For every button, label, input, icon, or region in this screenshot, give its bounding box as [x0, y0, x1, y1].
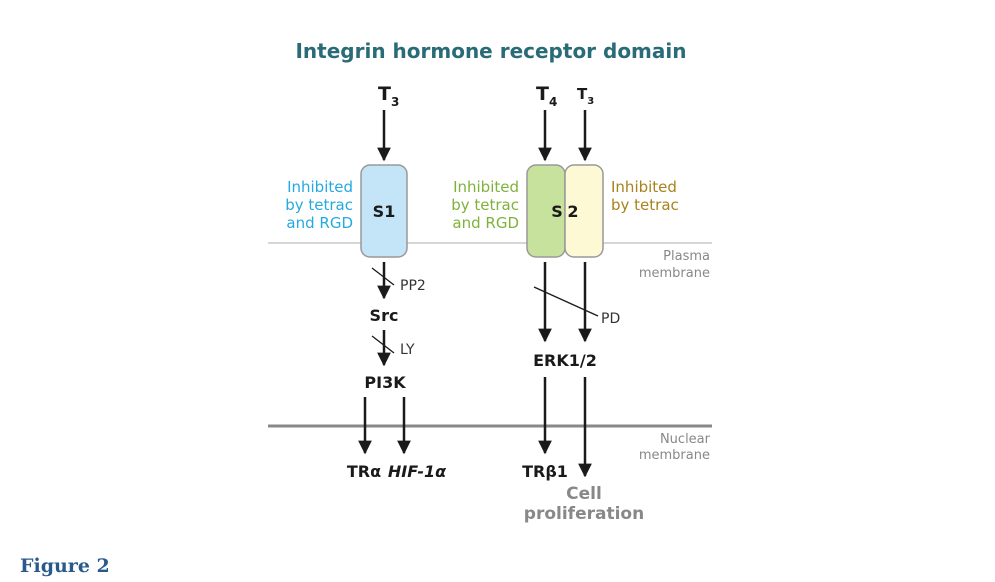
- figure-label: Figure 2: [20, 555, 110, 577]
- node-trb1: TRβ1: [522, 462, 568, 481]
- nuclear-membrane-label-1: Nuclear: [660, 432, 711, 447]
- inhibitor-pp2: PP2: [400, 278, 426, 294]
- inhibitor-pd: PD: [601, 311, 620, 327]
- node-pi3k: PI3K: [364, 373, 406, 392]
- receptor-s2-label-s: S: [551, 202, 563, 221]
- receptor-s1-label: S1: [373, 202, 396, 221]
- s1-inhibition-line-1: Inhibited: [287, 178, 353, 196]
- nuclear-membrane-label-2: membrane: [639, 448, 710, 463]
- receptor-s2-yellow: [564, 164, 604, 258]
- node-erk: ERK1/2: [533, 351, 597, 370]
- s2-yellow-inhibition-line-2: by tetrac: [611, 196, 679, 214]
- plasma-membrane-label-1: Plasma: [663, 249, 710, 264]
- ly-inhibition-bar: [371, 335, 395, 354]
- pp2-inhibition-bar: [371, 267, 395, 286]
- node-hif: HIF-1α: [388, 462, 447, 481]
- diagram-title: Integrin hormone receptor domain: [295, 39, 686, 63]
- receptor-s1: [360, 164, 408, 258]
- s2-green-inhibition-line-2: by tetrac: [451, 196, 519, 214]
- plasma-membrane-label-2: membrane: [639, 266, 710, 281]
- node-cell-proliferation-2: proliferation: [524, 504, 644, 524]
- node-src: Src: [370, 306, 399, 325]
- node-cell-proliferation-1: Cell: [566, 484, 602, 504]
- s1-inhibition-line-2: by tetrac: [285, 196, 353, 214]
- pd-inhibition-bar: [533, 286, 599, 317]
- s2-green-inhibition-line-3: and RGD: [452, 214, 519, 232]
- ligand-t3-right: T3: [577, 85, 594, 107]
- node-tra: TRα: [347, 462, 381, 481]
- receptor-s2-label-2: 2: [567, 202, 578, 221]
- ligand-t4: T4: [536, 83, 557, 109]
- s1-inhibition-line-3: and RGD: [286, 214, 353, 232]
- s2-green-inhibition-line-1: Inhibited: [453, 178, 519, 196]
- ligand-t3-left: T3: [378, 83, 399, 109]
- inhibitor-ly: LY: [400, 342, 415, 358]
- s2-yellow-inhibition-line-1: Inhibited: [611, 178, 677, 196]
